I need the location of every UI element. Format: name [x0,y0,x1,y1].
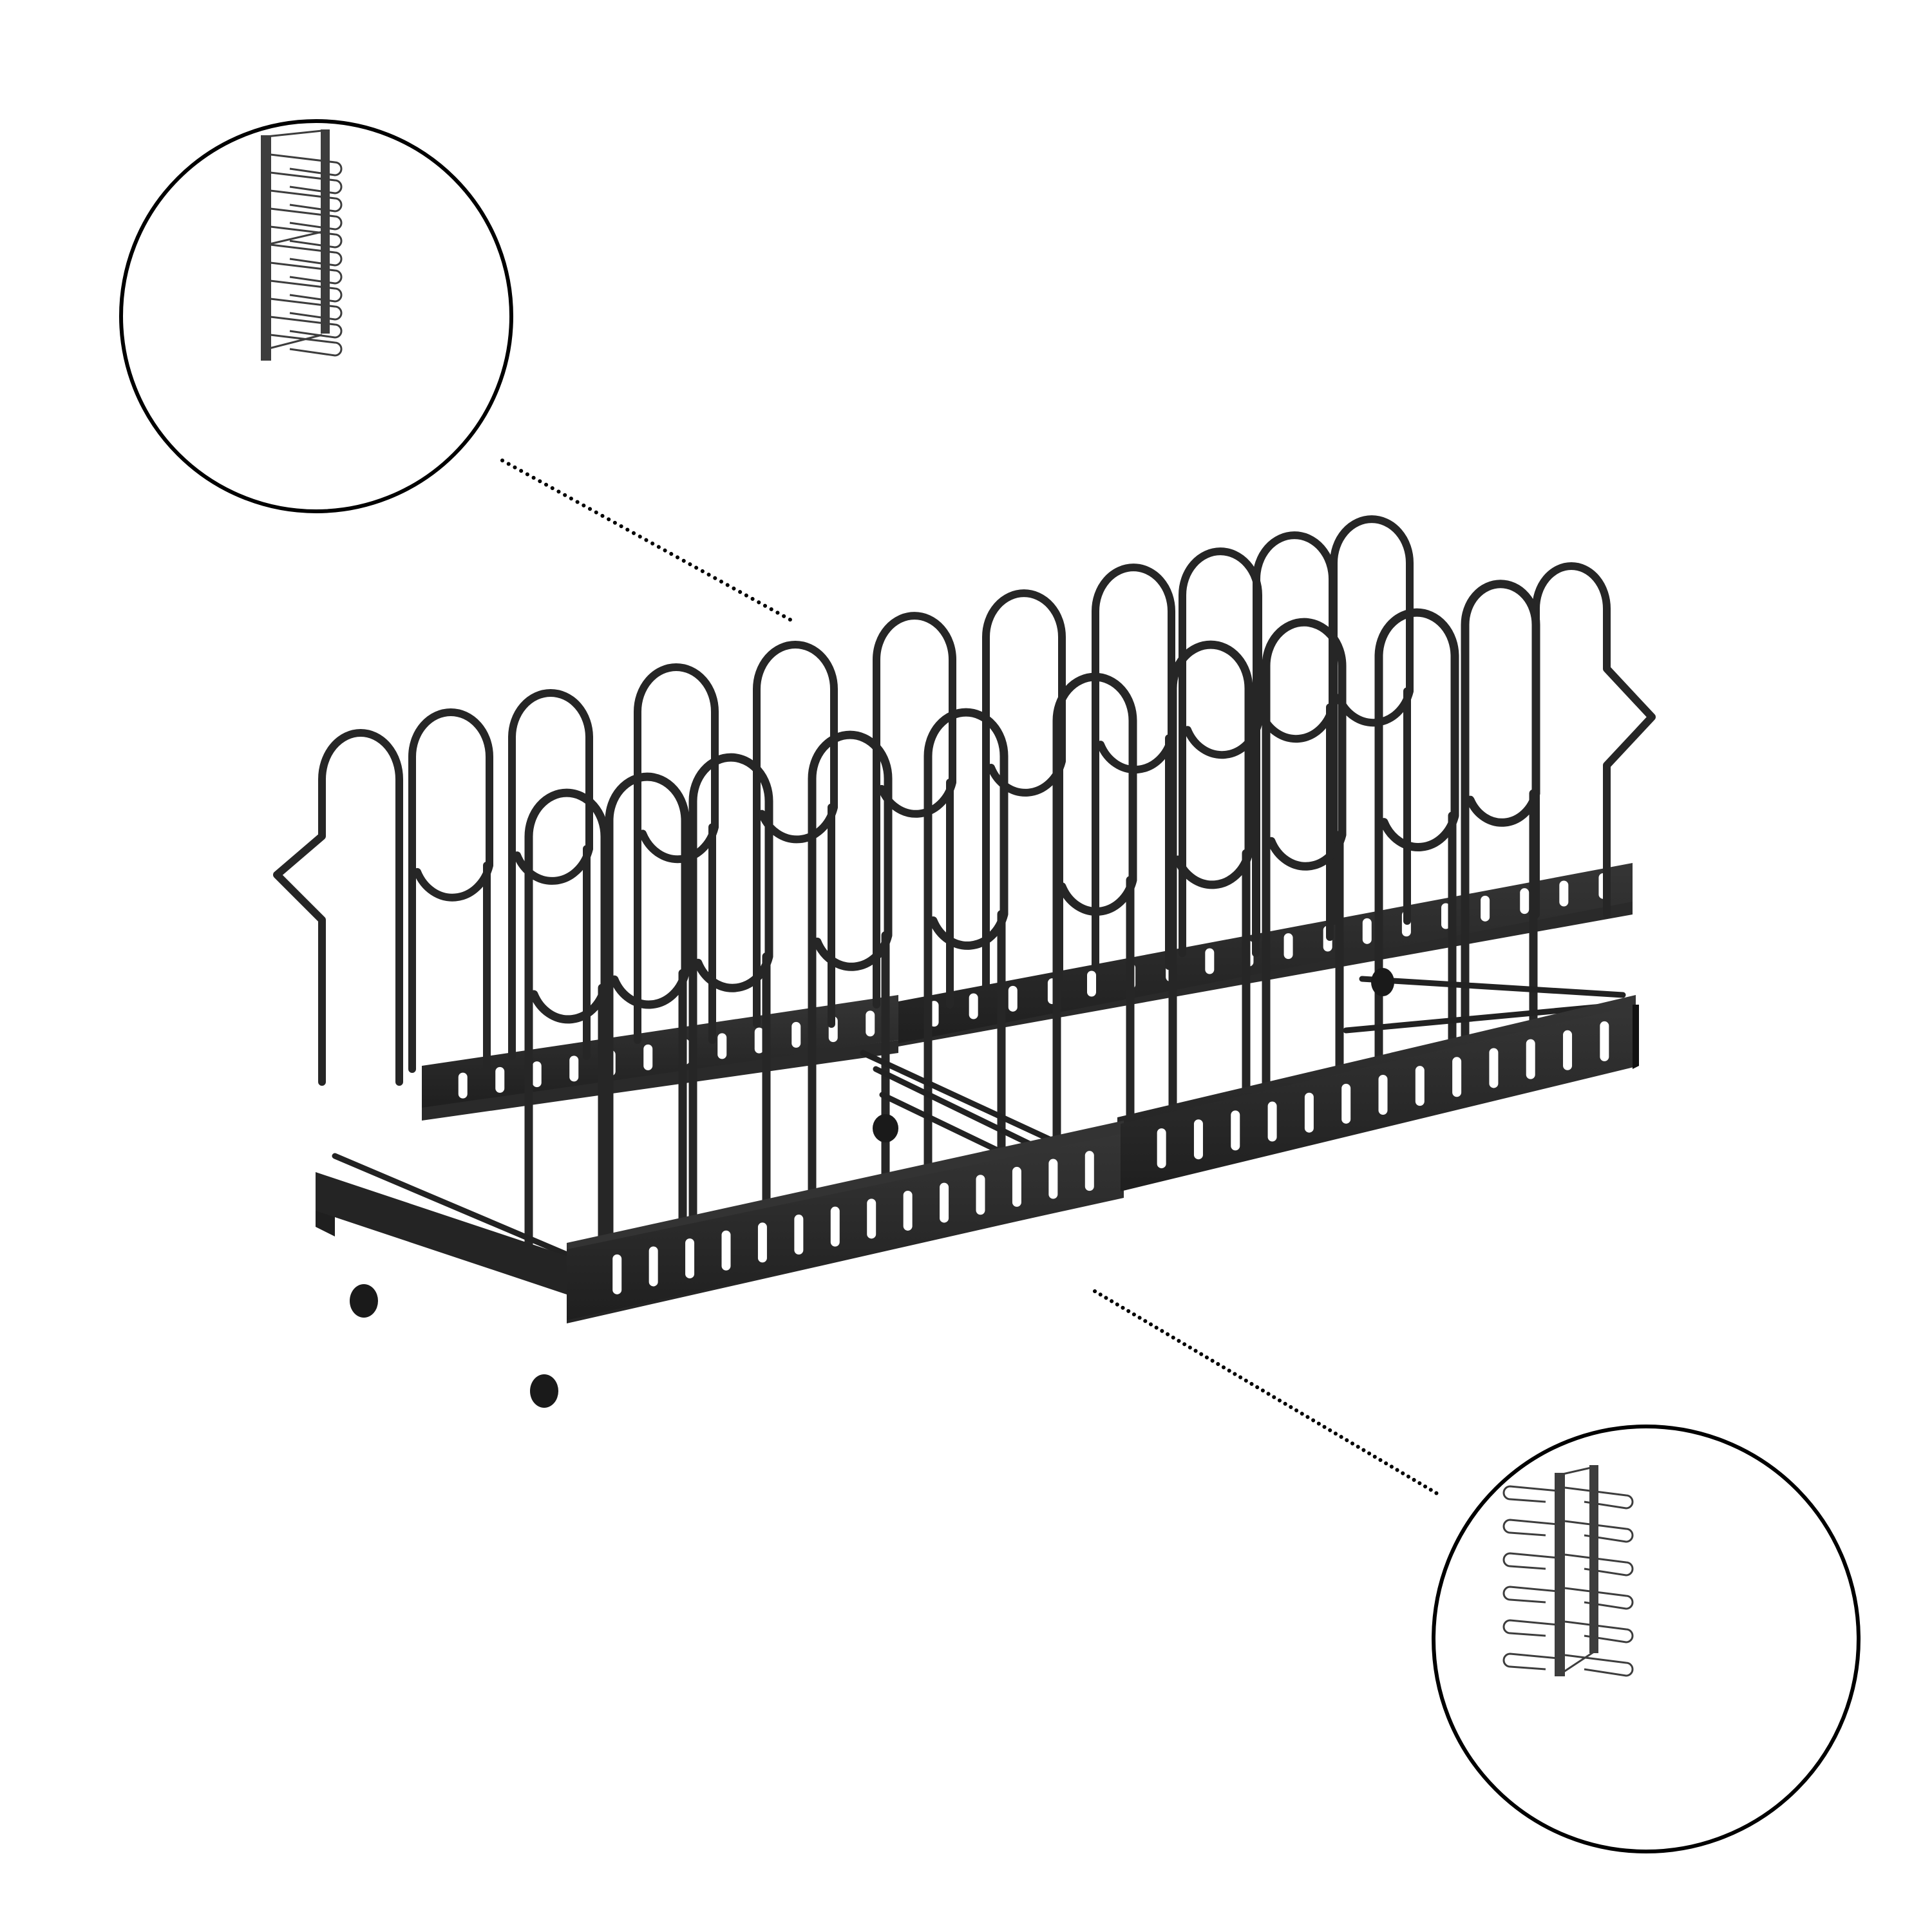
callout-vertical-single [119,119,513,513]
foot-bumper-icon [350,1284,378,1318]
inset-rack-double-icon [1502,1465,1634,1677]
front-rail [316,995,1639,1323]
dotted-connector-bottom [1093,1289,1443,1498]
foot-bumper-icon [873,1114,898,1142]
callout-ring [119,119,513,513]
main-rack [273,515,1656,1408]
dotted-connector-top [500,459,795,623]
foot-bumper-icon [530,1374,558,1408]
callout-vertical-double [1432,1425,1861,1853]
divider-wires [273,515,1656,1254]
foot-bumper-icon [1371,968,1394,996]
callout-ring [1432,1425,1861,1853]
inset-rack-single-icon [261,129,343,361]
rubber-feet [350,968,1394,1408]
